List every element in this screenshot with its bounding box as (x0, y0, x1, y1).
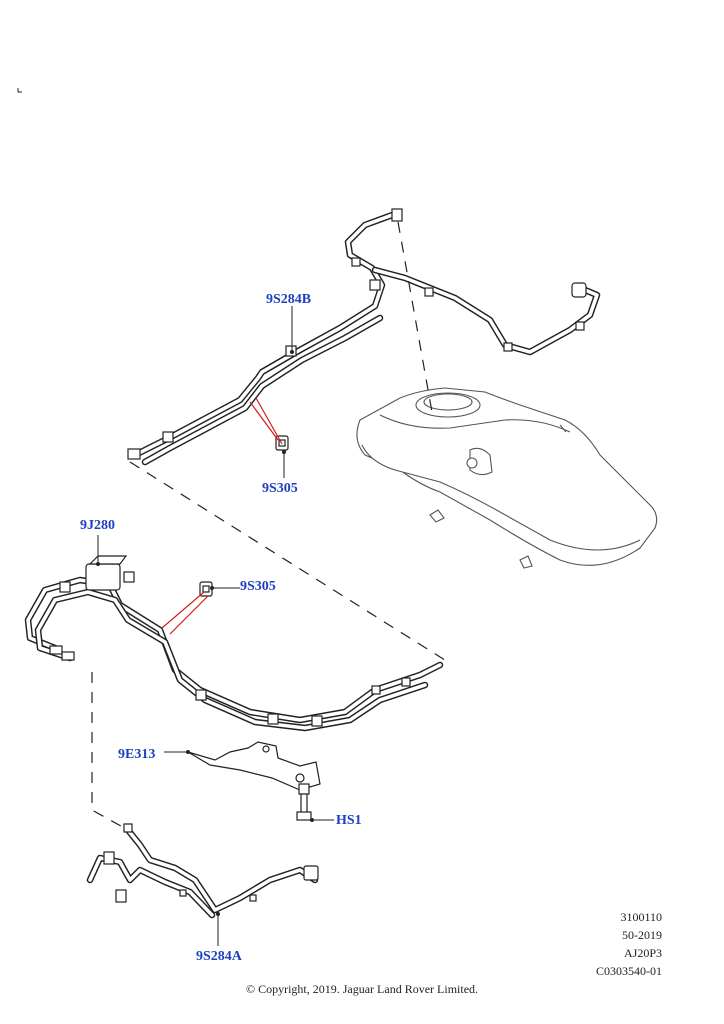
assembly-line-tank (397, 221, 433, 413)
callout-9j280[interactable]: 9J280 (80, 518, 115, 533)
copyright-notice: © Copyright, 2019. Jaguar Land Rover Lim… (245, 982, 479, 996)
assembly-line-upper-lower (129, 461, 449, 663)
callout-9e313[interactable]: 9E313 (118, 747, 156, 762)
fuel-line-9s284a (86, 823, 319, 919)
assembly-line-left (91, 672, 129, 831)
corner-mark (17, 88, 22, 93)
callout-9s284b[interactable]: 9S284B (266, 292, 312, 307)
bracket-9e313 (187, 741, 321, 791)
reference-line-2: 50-2019 (622, 928, 662, 942)
reference-block: 3100110 50-2019 AJ20P3 C0303540-01 (596, 908, 662, 980)
callout-9s305-upper[interactable]: 9S305 (262, 481, 298, 496)
callout-9s284a[interactable]: 9S284A (196, 949, 242, 964)
callout-hs1[interactable]: HS1 (336, 813, 362, 828)
reference-line-1: 3100110 (620, 910, 662, 924)
fuel-line-assembly-lower (24, 555, 444, 732)
bolt-hs1 (296, 783, 312, 821)
leader-lines (96, 306, 334, 946)
fuel-tank (356, 387, 658, 569)
reference-line-3: AJ20P3 (623, 946, 662, 960)
callout-9s305-lower[interactable]: 9S305 (240, 579, 276, 594)
reference-line-4: C0303540-01 (596, 964, 662, 978)
fuel-line-9s284b (127, 208, 601, 466)
